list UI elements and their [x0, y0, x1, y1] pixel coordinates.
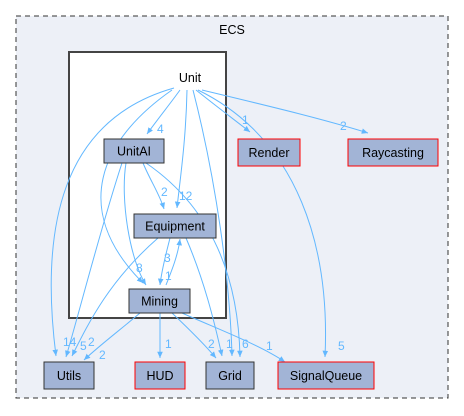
label-unit-unitai: 4: [157, 122, 164, 136]
label-unit-render: 1: [242, 113, 249, 127]
node-utils[interactable]: Utils: [43, 361, 95, 390]
label-unit-utils: 14: [63, 335, 77, 349]
edge-unit-grid: [192, 89, 235, 357]
label-unit-equipment: 12: [179, 189, 193, 203]
edge-unit-render: [195, 89, 251, 133]
label-mining-hud: 1: [165, 337, 172, 351]
node-grid[interactable]: Grid: [205, 361, 255, 390]
edge-equipment-mining: [157, 237, 171, 286]
label-equipment-utils: 2: [88, 335, 95, 349]
edges: [50, 87, 369, 363]
node-hud-label: HUD: [146, 369, 173, 383]
node-raycasting-label: Raycasting: [362, 146, 424, 160]
node-signalqueue-label: SignalQueue: [290, 369, 362, 383]
edge-mining-grid: [171, 312, 217, 359]
edge-unit-signalqueue: [197, 89, 329, 358]
edge-unit-unitai: [146, 89, 181, 135]
label-unitai-equipment: 2: [161, 185, 168, 199]
label-unit-grid: 6: [242, 337, 249, 351]
ecs-cluster-title[interactable]: ECS: [219, 23, 245, 37]
node-equipment[interactable]: Equipment: [133, 213, 217, 239]
edge-unitai-equipment: [142, 162, 165, 210]
label-unit-raycasting: 2: [340, 119, 347, 133]
edge-equipment-grid: [185, 237, 224, 357]
node-mining[interactable]: Mining: [128, 288, 191, 314]
node-utils-label: Utils: [57, 369, 81, 383]
node-equipment-label: Equipment: [145, 220, 205, 234]
edge-mining-utils: [83, 312, 141, 361]
edge-unitai-mining: [123, 162, 147, 286]
label-mining-grid: 2: [208, 337, 215, 351]
edge-unit-mining: [100, 89, 173, 284]
label-mining-equipment: 3: [164, 251, 171, 265]
node-mining-label: Mining: [141, 295, 178, 309]
node-grid-label: Grid: [218, 369, 242, 383]
label-mining-signalqueue: 1: [266, 339, 273, 353]
node-unitai-label: UnitAI: [117, 145, 151, 159]
edge-equipment-utils: [71, 237, 159, 357]
label-equipment-mining: 1: [165, 269, 172, 283]
edge-unit-equipment: [174, 89, 188, 209]
node-signalqueue[interactable]: SignalQueue: [277, 361, 375, 390]
node-raycasting[interactable]: Raycasting: [347, 138, 439, 167]
edge-unitai-utils: [65, 162, 123, 358]
label-unitai-utils: 5: [80, 339, 87, 353]
label-unit-signalqueue: 5: [338, 339, 345, 353]
edge-labels: 4 1 2 12 2 8 3 1 5 14 5 2 2 1 2 1 6 1: [63, 113, 347, 362]
node-hud[interactable]: HUD: [134, 361, 186, 390]
node-unitai[interactable]: UnitAI: [103, 138, 165, 164]
edge-mining-signalqueue: [181, 312, 286, 363]
edge-unit-utils: [50, 87, 175, 357]
edge-unit-raycasting: [201, 89, 369, 134]
node-render-label: Render: [249, 146, 290, 160]
label-unitai-grid: 1: [226, 337, 233, 351]
unit-group-title[interactable]: Unit: [179, 71, 202, 85]
edge-mining-equipment: [165, 238, 182, 286]
node-render[interactable]: Render: [237, 138, 301, 167]
label-unit-mining: 8: [136, 261, 143, 275]
label-mining-utils: 2: [99, 348, 106, 362]
